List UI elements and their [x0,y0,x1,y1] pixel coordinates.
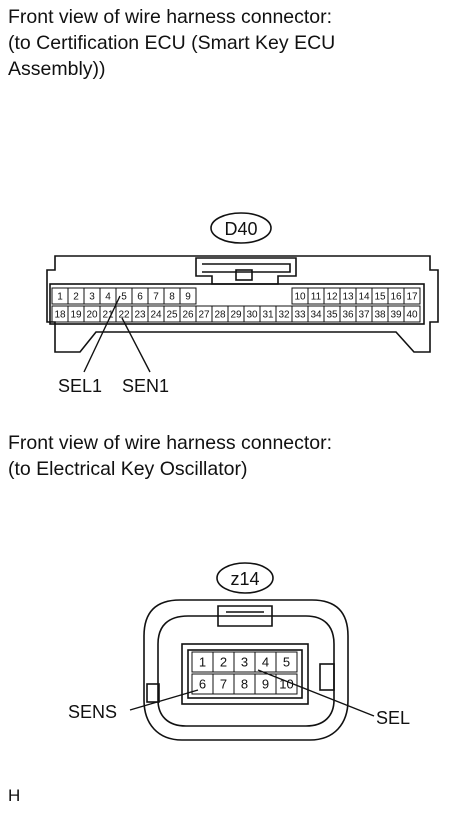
z14-terminal-frame [187,649,303,699]
terminal-number: 5 [283,655,290,670]
terminal-number: 9 [262,677,269,692]
terminal-number: 17 [406,292,418,303]
z14-inner-shell [157,615,335,727]
sel-leader-line [257,669,375,717]
terminal-number: 10 [294,292,306,303]
sel1-leader-line [83,295,121,373]
terminal-number: 4 [105,292,111,303]
terminal-number: 1 [57,292,63,303]
sel-callout: SEL [376,708,410,728]
sen1-callout: SEN1 [122,376,169,396]
z14-housing [143,599,349,741]
sens-leader-line [129,689,199,711]
z14-code-bubble [216,562,274,594]
terminal-number: 38 [374,310,386,321]
connector1-caption-line: Assembly)) [8,58,106,80]
terminal-number: 33 [294,310,306,321]
terminal-number: 24 [150,310,162,321]
z14-terminal-window [181,643,309,705]
terminal-number: 16 [390,292,402,303]
terminal-number: 2 [220,655,227,670]
connector2-caption-line: Front view of wire harness connector: [8,432,333,454]
d40-latch-inner [202,263,291,273]
z14-left-key [146,683,160,703]
terminal-number: 30 [246,310,258,321]
terminal-cell [275,673,298,695]
terminal-number: 22 [118,310,130,321]
connector1-caption-line: Front view of wire harness connector: [8,6,333,28]
footer-code: H [8,786,21,805]
terminal-number: 21 [102,310,114,321]
sel1-callout: SEL1 [58,376,102,396]
terminal-number: 6 [199,677,206,692]
terminal-number: 7 [153,292,159,303]
terminal-number: 15 [374,292,386,303]
terminal-number: 20 [86,310,98,321]
terminal-number: 4 [262,655,269,670]
terminal-number: 8 [169,292,175,303]
connector-d40 [46,212,439,353]
terminal-number: 3 [241,655,248,670]
sens-callout: SENS [68,702,117,722]
d40-code-label: D40 [224,219,257,239]
connector1-caption-line: (to Certification ECU (Smart Key ECU [8,32,336,54]
terminal-number: 11 [311,292,322,303]
terminal-number: 23 [134,310,146,321]
connector2-caption: Front view of wire harness connector: (t… [8,430,332,482]
terminal-number: 26 [182,310,194,321]
d40-code-bubble [210,212,272,244]
z14-right-key [319,663,335,691]
terminal-number: 1 [199,655,206,670]
terminal-number: 12 [326,292,338,303]
terminal-number: 6 [137,292,143,303]
terminal-number: 5 [121,292,127,303]
terminal-number: 7 [220,677,227,692]
terminal-number: 29 [230,310,242,321]
terminal-number: 31 [262,310,274,321]
terminal-number: 2 [73,292,79,303]
d40-latch-tab [235,269,253,281]
terminal-number: 35 [326,310,338,321]
connector1-caption: Front view of wire harness connector: (t… [8,4,335,82]
terminal-number: 28 [214,310,226,321]
terminal-number: 34 [310,310,322,321]
z14-lock [217,605,273,627]
terminal-number: 18 [54,310,66,321]
sen1-leader-line [121,317,151,373]
terminal-number: 8 [241,677,248,692]
connector2-caption-line: (to Electrical Key Oscillator) [8,458,248,480]
terminal-cell [179,287,197,305]
terminal-cell [275,651,298,673]
terminal-number: 3 [89,292,95,303]
terminal-number: 37 [358,310,370,321]
terminal-number: 40 [406,310,418,321]
terminal-number: 36 [342,310,354,321]
terminal-number: 19 [70,310,82,321]
z14-code-label: z14 [230,569,259,589]
terminal-cell [403,287,421,305]
terminal-cell [403,305,421,323]
terminal-number: 39 [390,310,402,321]
terminal-number: 25 [166,310,178,321]
d40-terminal-frame [49,283,425,325]
terminal-number: 27 [198,310,210,321]
terminal-number: 13 [342,292,354,303]
terminal-number: 9 [185,292,191,303]
terminal-number: 32 [278,310,290,321]
d40-housing [46,255,439,353]
connector-z14 [143,562,349,741]
terminal-number: 14 [358,292,370,303]
